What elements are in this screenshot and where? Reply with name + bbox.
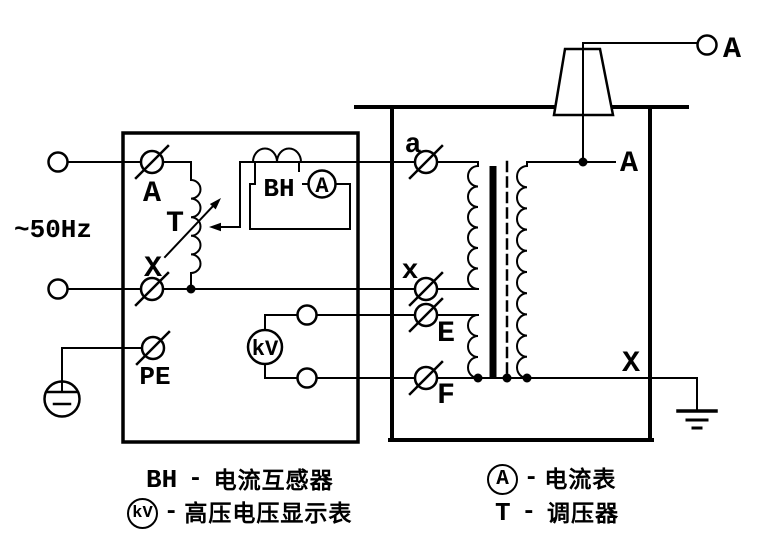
terminal-PE-socket [135, 330, 171, 366]
terminal-X-label: X [144, 252, 162, 286]
kv-meter-legend-icon: kV [127, 497, 158, 529]
terminal-slash [408, 297, 444, 333]
wire-a-row [436, 161, 479, 167]
ct-label-mask [256, 172, 302, 199]
external-ammeter-terminal [696, 34, 718, 56]
source-frequency-label: ~50Hz [14, 215, 92, 245]
junction-dot-shield-bottom [502, 373, 512, 383]
kv-meter-label: kV [252, 337, 279, 362]
terminal-slash [408, 360, 444, 396]
terminal-slash [134, 144, 170, 180]
regulator-arrow-head [209, 198, 221, 210]
earth-symbol-bars [45, 390, 79, 406]
regulator-wiper-arrow-head [209, 222, 221, 232]
secondary-winding [516, 164, 529, 380]
terminal-slash [135, 330, 171, 366]
legend-desc-kv: 高压电压显示表 [184, 499, 353, 526]
legend-row-ammeter: A - 电流表 [487, 463, 616, 495]
legend-desc-regulator: 调压器 [547, 499, 620, 526]
ct-ammeter-circle [307, 169, 337, 199]
legend-desc-ammeter: 电流表 [544, 465, 617, 492]
kv-plug-top [296, 304, 318, 326]
ct-coil-humps [251, 147, 303, 164]
legend-row-kv: kV - 高压电压显示表 [127, 497, 352, 529]
terminal-E-label: E [437, 317, 455, 351]
terminal-E-socket [408, 297, 444, 333]
terminal-PE-label: PE [139, 362, 170, 392]
terminal-slash [134, 271, 170, 307]
mains-terminal-top [47, 151, 69, 173]
terminal-slash [408, 144, 444, 180]
regulator-arrow-line [163, 203, 216, 259]
regulator-coil [189, 178, 202, 290]
legend-row-regulator: T - 调压器 [495, 499, 619, 527]
terminal-x-socket [408, 271, 444, 307]
legend-separator: - [521, 499, 537, 526]
primary-lower-winding [467, 313, 480, 380]
terminal-x-label: x [402, 256, 419, 287]
regulator-label: T [166, 207, 184, 241]
earth-symbol-circle [43, 380, 81, 418]
lv-terminal-label: X [622, 347, 640, 381]
wire-a-to-regulator [162, 161, 192, 181]
primary-upper-winding [467, 164, 480, 291]
terminal-A-label: A [143, 177, 161, 211]
kv-top-lead [264, 314, 298, 331]
ammeter-legend-icon: A [487, 463, 518, 495]
mains-terminal-bottom [47, 278, 69, 300]
lv-bus-wire [436, 377, 698, 412]
terminal-F-socket [408, 360, 444, 396]
ct-ammeter-label: A [315, 174, 329, 199]
terminal-A-socket [134, 144, 170, 180]
terminal-slash [408, 271, 444, 307]
control-box-outline [121, 131, 360, 444]
legend-symbol-regulator: T [495, 498, 511, 528]
legend-desc-bh: 电流互感器 [213, 466, 334, 493]
hv-terminal-label: A [620, 147, 638, 181]
kv-bottom-lead [264, 363, 298, 379]
bushing-conductor [582, 42, 699, 163]
hv-terminal-wire [526, 161, 616, 167]
kv-plug-bottom [296, 367, 318, 389]
terminal-X-socket [134, 271, 170, 307]
legend-separator: - [524, 465, 539, 492]
external-ammeter-label: A [723, 33, 741, 67]
transformer-core-bar [489, 166, 497, 378]
legend-row-bh: BH - 电流互感器 [146, 466, 334, 494]
legend-symbol-kv: kV [132, 503, 153, 523]
legend-symbol-ammeter: A [496, 467, 509, 491]
legend-symbol-bh: BH [146, 465, 178, 495]
legend-separator: - [188, 466, 203, 493]
terminal-a-socket [408, 144, 444, 180]
legend-separator: - [164, 499, 179, 526]
terminal-a-label: a [405, 130, 422, 161]
ct-label: BH [263, 174, 294, 204]
terminal-F-label: F [437, 379, 455, 413]
